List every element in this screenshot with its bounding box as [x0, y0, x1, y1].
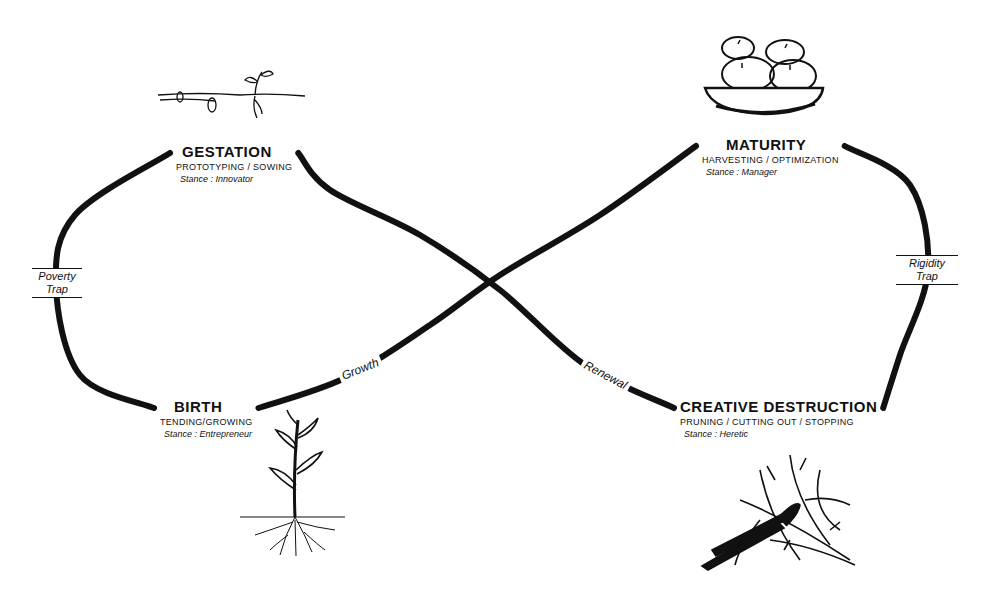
- plant-illustration: [240, 410, 345, 556]
- loop-connector: [259, 146, 697, 408]
- stage-stance: Stance : Innovator: [176, 173, 292, 185]
- trap-tag: Rigidity Trap: [896, 255, 958, 285]
- stage-node: GESTATIONPROTOTYPING / SOWINGStance : In…: [176, 143, 292, 185]
- pruning-illustration: [702, 455, 855, 570]
- stage-stance: Stance : Heretic: [680, 428, 877, 440]
- stage-title: MATURITY: [702, 136, 839, 154]
- stage-activity: TENDING/GROWING: [160, 416, 253, 428]
- stage-activity: PRUNING / CUTTING OUT / STOPPING: [680, 416, 877, 428]
- stage-node: MATURITYHARVESTING / OPTIMIZATIONStance …: [702, 136, 839, 178]
- seed-illustration: [158, 71, 305, 118]
- loop-connector: [298, 153, 674, 408]
- stage-activity: PROTOTYPING / SOWING: [176, 161, 292, 173]
- stage-title: CREATIVE DESTRUCTION: [680, 398, 877, 416]
- stage-title: GESTATION: [176, 143, 292, 161]
- stage-node: CREATIVE DESTRUCTIONPRUNING / CUTTING OU…: [680, 398, 877, 440]
- fruit-bowl-illustration: [705, 37, 823, 114]
- stage-stance: Stance : Entrepreneur: [160, 428, 253, 440]
- transition-label: Growth: [336, 354, 383, 385]
- stage-stance: Stance : Manager: [702, 166, 839, 178]
- stage-activity: HARVESTING / OPTIMIZATION: [702, 154, 839, 166]
- stage-node: BIRTHTENDING/GROWINGStance : Entrepreneu…: [160, 398, 253, 440]
- trap-tag: Poverty Trap: [32, 268, 82, 298]
- transition-label: Renewal: [578, 356, 632, 394]
- stage-title: BIRTH: [160, 398, 253, 416]
